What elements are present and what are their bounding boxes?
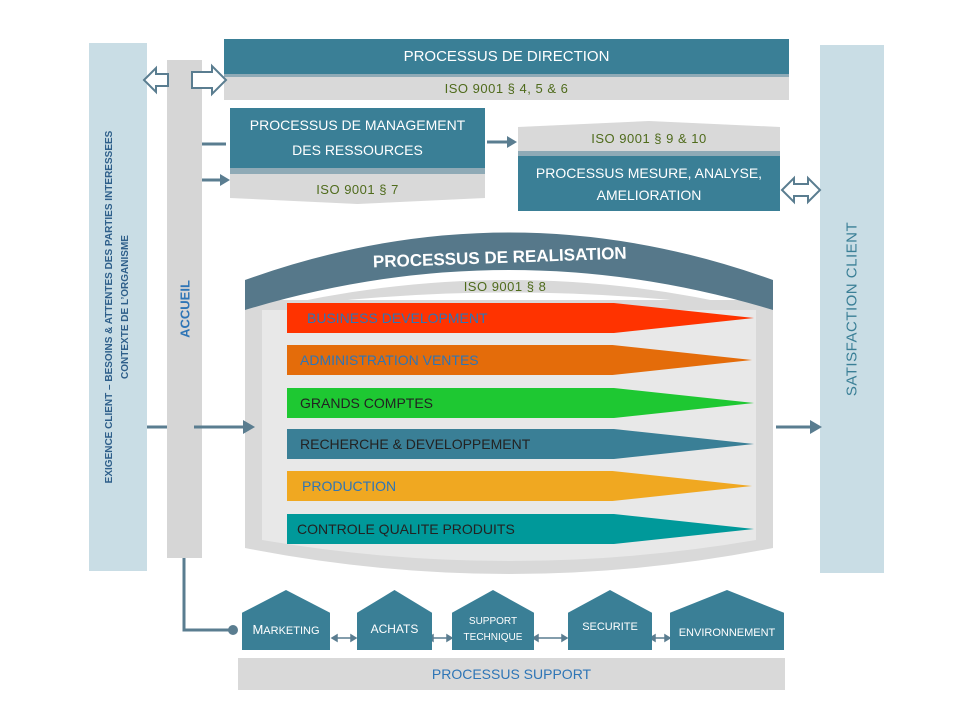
mesure-process-box: PROCESSUS MESURE, ANALYSE, AMELIORATION xyxy=(518,156,780,211)
mesure-satisfaction-double-arrow xyxy=(780,175,822,205)
direction-process-box: PROCESSUS DE DIRECTION xyxy=(224,39,789,74)
direction-process-title: PROCESSUS DE DIRECTION xyxy=(403,48,610,65)
support-achats-label: ACHATS xyxy=(370,622,419,636)
process-label-recherche-developpement: RECHERCHE & DEVELOPPEMENT xyxy=(300,436,531,452)
support-connector-4-left xyxy=(648,633,656,643)
accueil-to-support-connector xyxy=(182,558,232,632)
support-technique-line1: SUPPORT xyxy=(468,616,518,627)
support-connector-3-left xyxy=(531,633,539,643)
support-connector-1-right xyxy=(350,633,358,643)
accueil-to-direction-arrow xyxy=(191,63,228,97)
arrow-management-to-mesure-head xyxy=(507,136,517,148)
process-label-administration-ventes: ADMINISTRATION VENTES xyxy=(300,352,479,368)
mesure-title-line1: PROCESSUS MESURE, ANALYSE, xyxy=(535,164,763,181)
support-marketing-label: MARKETING xyxy=(242,622,330,637)
support-environnement-label: ENVIRONNEMENT xyxy=(678,627,776,639)
process-label-grands-comptes: GRANDS COMPTES xyxy=(300,395,434,411)
support-marketing-cap: M xyxy=(252,622,264,637)
realisation-cylinder-lid xyxy=(262,280,756,310)
support-connector-1-left xyxy=(330,633,338,643)
left-context-panel: EXIGENCE CLIENT – BESOINS & ATTENTES DES… xyxy=(89,43,147,571)
management-separator xyxy=(230,168,485,174)
accueil-bar: ACCUEIL xyxy=(167,60,202,558)
arrow-to-realisation-head xyxy=(243,420,255,434)
management-iso-band: ISO 9001 § 7 xyxy=(230,174,485,204)
client-satisfaction-panel: SATISFACTION CLIENT xyxy=(820,45,884,573)
process-label-controle-qualite: CONTROLE QUALITE PRODUITS xyxy=(297,521,515,537)
mesure-separator xyxy=(518,151,780,156)
support-process-label: PROCESSUS SUPPORT xyxy=(431,666,592,682)
direction-iso-band: ISO 9001 § 4, 5 & 6 xyxy=(224,74,789,100)
support-marketing-rest: ARKETING xyxy=(263,625,320,637)
support-connector-3-right xyxy=(561,633,569,643)
arrow-to-satisfaction-head xyxy=(810,420,822,434)
support-connector-dot xyxy=(228,625,238,635)
support-technique-label: SUPPORT TECHNIQUE xyxy=(452,614,534,646)
support-securite-label: SECURITE xyxy=(582,621,638,633)
support-connector-4-right xyxy=(664,633,672,643)
realisation-cylinder-top xyxy=(245,232,773,310)
support-process-footer: PROCESSUS SUPPORT xyxy=(238,658,785,690)
process-label-business-development: BUSINESS DEVELOPMENT xyxy=(307,310,488,326)
mesure-iso-text: ISO 9001 § 9 & 10 xyxy=(591,130,707,146)
arrow-to-management-bottom-head xyxy=(220,174,230,186)
left-double-arrow xyxy=(142,65,169,95)
realisation-iso-text: ISO 9001 § 8 xyxy=(464,279,547,294)
management-title-line2: DES RESSOURCES xyxy=(292,142,423,158)
direction-iso-text: ISO 9001 § 4, 5 & 6 xyxy=(444,81,569,96)
management-process-box: PROCESSUS DE MANAGEMENT DES RESSOURCES xyxy=(230,108,485,168)
process-label-production: PRODUCTION xyxy=(302,478,397,494)
support-connector-2-right xyxy=(446,633,454,643)
management-title-line1: PROCESSUS DE MANAGEMENT xyxy=(249,117,466,133)
management-iso-text: ISO 9001 § 7 xyxy=(316,181,399,197)
support-technique-line2: TECHNIQUE xyxy=(463,632,523,643)
mesure-iso-band: ISO 9001 § 9 & 10 xyxy=(518,121,780,151)
mesure-title-line2: AMELIORATION xyxy=(596,186,702,203)
